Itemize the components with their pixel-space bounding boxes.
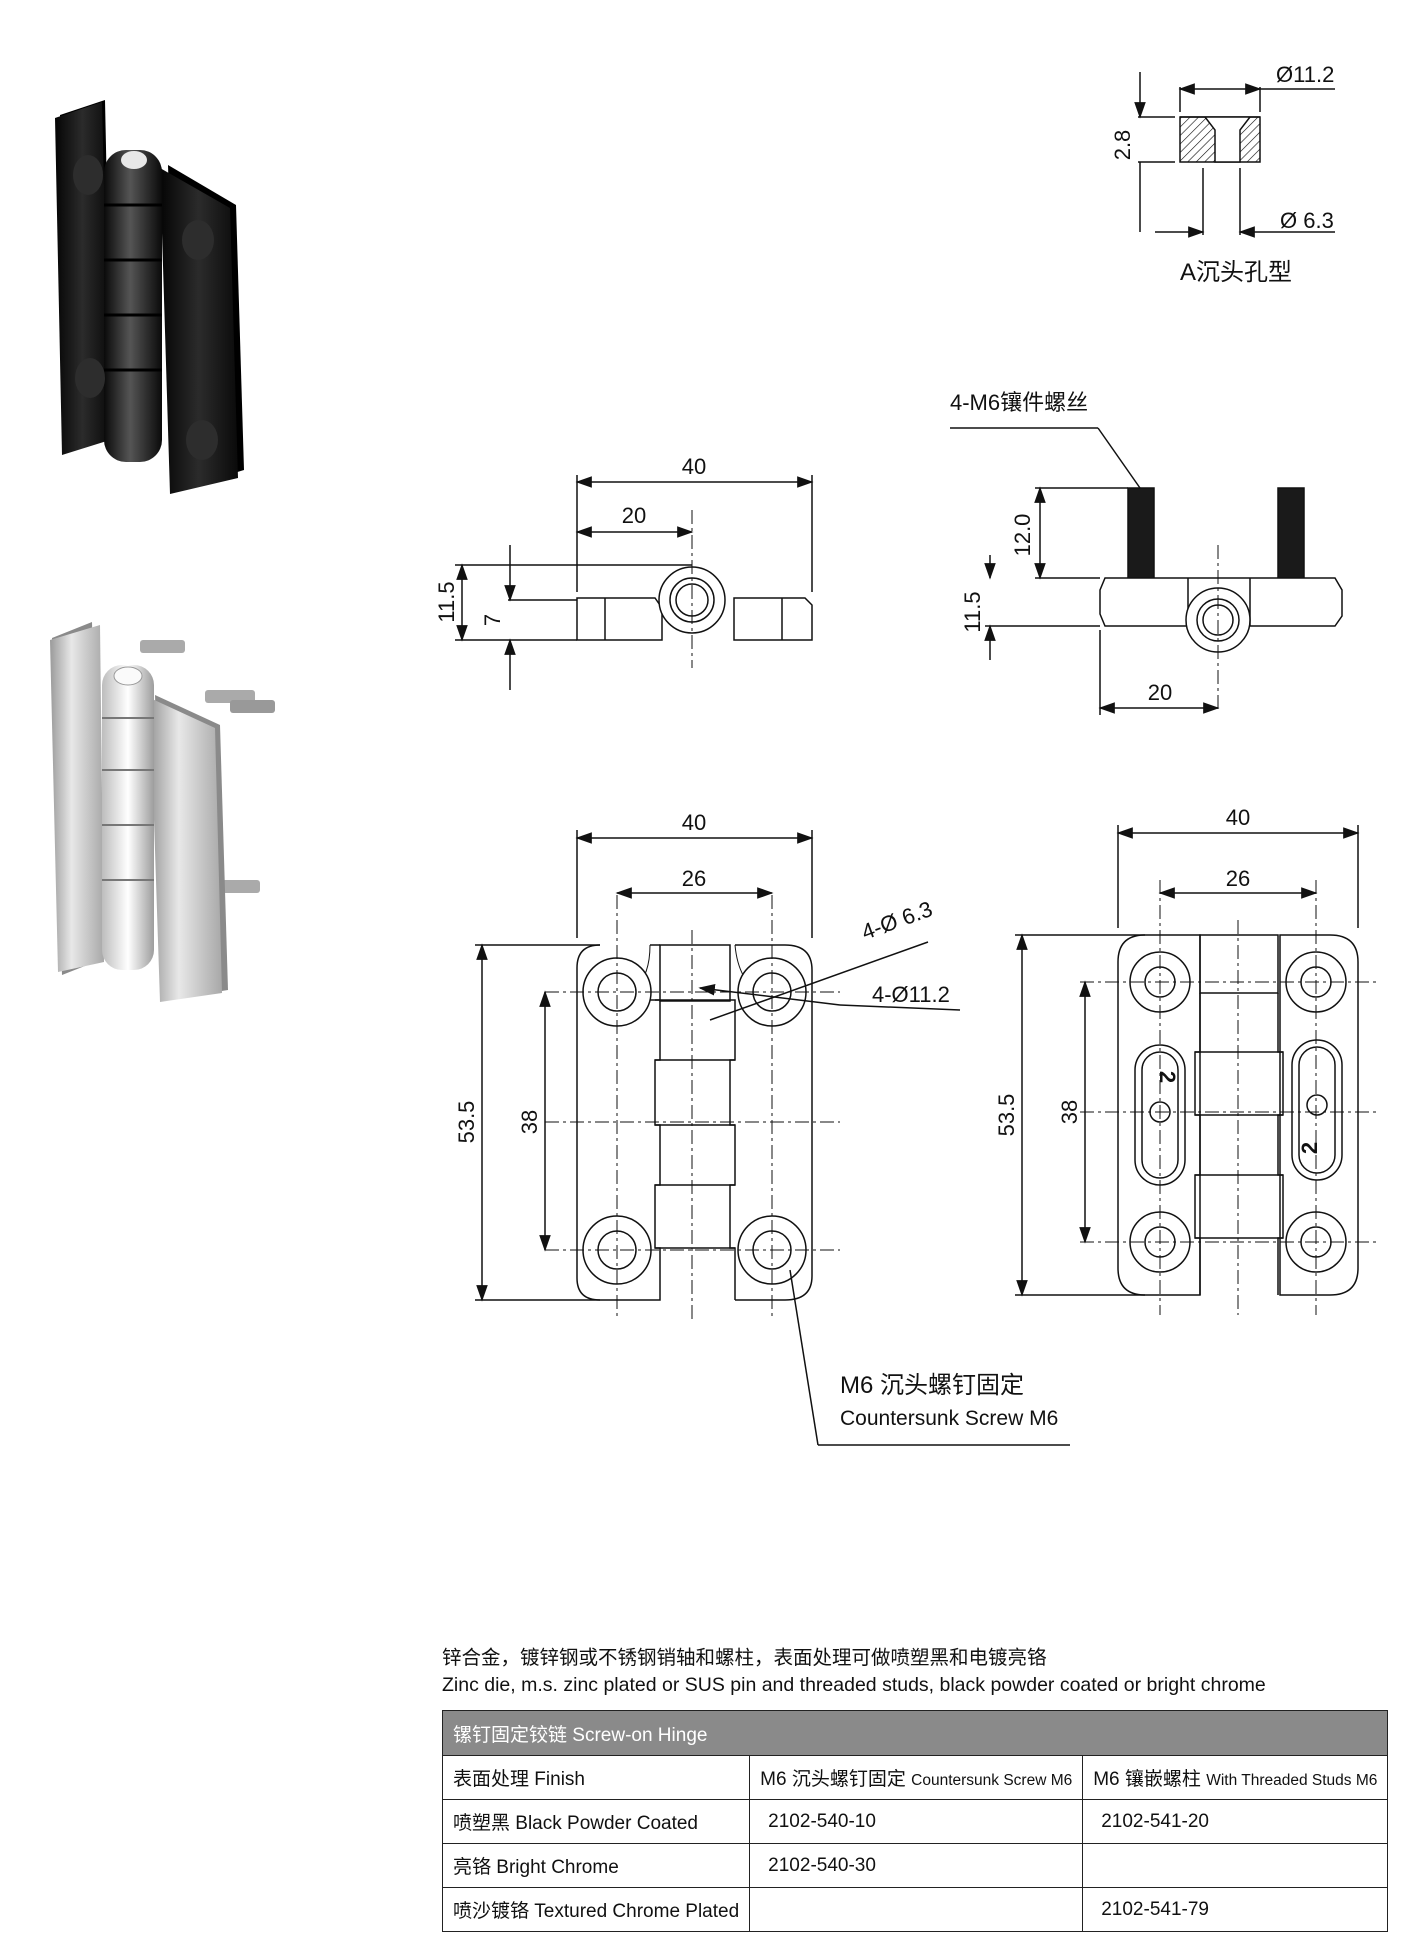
table-row: 喷塑黑 Black Powder Coated 2102-540-10 2102… — [441, 1799, 1389, 1844]
chrome-hinge-image — [50, 622, 275, 1002]
screw-label-en: Countersunk Screw M6 — [840, 1407, 1058, 1430]
countersink-caption: A沉头孔型 — [1180, 259, 1292, 286]
part-number-cell — [749, 1887, 1084, 1932]
table-header-row: 表面处理 Finish M6 沉头螺钉固定 Countersunk Screw … — [441, 1755, 1389, 1800]
front-right-hole-spacing-x: 26 — [1226, 866, 1250, 891]
stud-label: 4-M6镶件螺丝 — [950, 390, 1088, 415]
finish-cell: 喷沙镀铬 Textured Chrome Plated — [441, 1887, 751, 1932]
front-view-right — [1015, 825, 1380, 1315]
material-description: 锌合金，镀锌钢或不锈钢销轴和螺柱，表面处理可做喷塑黑和电镀亮铬 Zinc die… — [442, 1645, 1382, 1699]
description-cn: 锌合金，镀锌钢或不锈钢销轴和螺柱，表面处理可做喷塑黑和电镀亮铬 — [442, 1647, 1047, 1669]
screw-label-cn: M6 沉头螺钉固定 — [840, 1372, 1024, 1399]
front-view-left — [475, 830, 1070, 1446]
side-right-stud-height: 12.0 — [1010, 514, 1035, 557]
side-left-half-width: 20 — [622, 503, 646, 528]
col-countersunk-header: M6 沉头螺钉固定 Countersunk Screw M6 — [749, 1755, 1084, 1800]
side-view-right — [950, 427, 1343, 715]
countersink-detail — [1134, 72, 1335, 238]
front-right-hole-spacing-y: 38 — [1057, 1100, 1082, 1124]
col-finish-header: 表面处理 Finish — [441, 1755, 751, 1800]
black-hinge-image — [55, 100, 244, 494]
countersink-dia-bottom: Ø 6.3 — [1280, 208, 1334, 233]
part-number-cell: 2102-540-10 — [749, 1799, 1084, 1844]
slot-mark-right: 2 — [1297, 1142, 1322, 1154]
countersink-depth: 2.8 — [1110, 130, 1135, 161]
table-title-row: 镙钉固定铰链 Screw-on Hinge — [441, 1710, 1389, 1756]
table-row: 亮铬 Bright Chrome 2102-540-30 — [441, 1843, 1389, 1888]
description-en: Zinc die, m.s. zinc plated or SUS pin an… — [442, 1674, 1266, 1696]
side-left-height: 11.5 — [434, 581, 459, 622]
side-left-width: 40 — [682, 454, 706, 479]
front-left-hole-spacing-x: 26 — [682, 866, 706, 891]
col-studs-header: M6 镶嵌螺柱 With Threaded Studs M6 — [1082, 1755, 1389, 1800]
table-title: 镙钉固定铰链 Screw-on Hinge — [441, 1710, 1389, 1756]
front-left-height: 53.5 — [454, 1101, 479, 1144]
countersink-dia-top: Ø11.2 — [1276, 62, 1334, 87]
part-number-cell — [1082, 1843, 1389, 1888]
part-number-cell: 2102-541-79 — [1082, 1887, 1389, 1932]
table-row: 喷沙镀铬 Textured Chrome Plated 2102-541-79 — [441, 1887, 1389, 1932]
part-number-cell: 2102-541-20 — [1082, 1799, 1389, 1844]
spec-table: 镙钉固定铰链 Screw-on Hinge 表面处理 Finish M6 沉头螺… — [441, 1710, 1389, 1932]
part-number-cell: 2102-540-30 — [749, 1843, 1084, 1888]
finish-cell: 喷塑黑 Black Powder Coated — [441, 1799, 751, 1844]
slot-mark-left: 2 — [1155, 1071, 1180, 1083]
hole-small-label: 4-Ø 6.3 — [858, 896, 936, 945]
finish-cell: 亮铬 Bright Chrome — [441, 1843, 751, 1888]
side-left-axis-height: 7 — [480, 614, 505, 626]
front-right-width: 40 — [1226, 805, 1250, 830]
side-right-half-width: 20 — [1148, 680, 1172, 705]
front-right-height: 53.5 — [994, 1094, 1019, 1137]
side-right-height: 11.5 — [960, 591, 985, 632]
front-left-hole-spacing-y: 38 — [517, 1110, 542, 1134]
hole-large-label: 4-Ø11.2 — [872, 982, 950, 1007]
side-view-left — [455, 475, 814, 690]
front-left-width: 40 — [682, 810, 706, 835]
